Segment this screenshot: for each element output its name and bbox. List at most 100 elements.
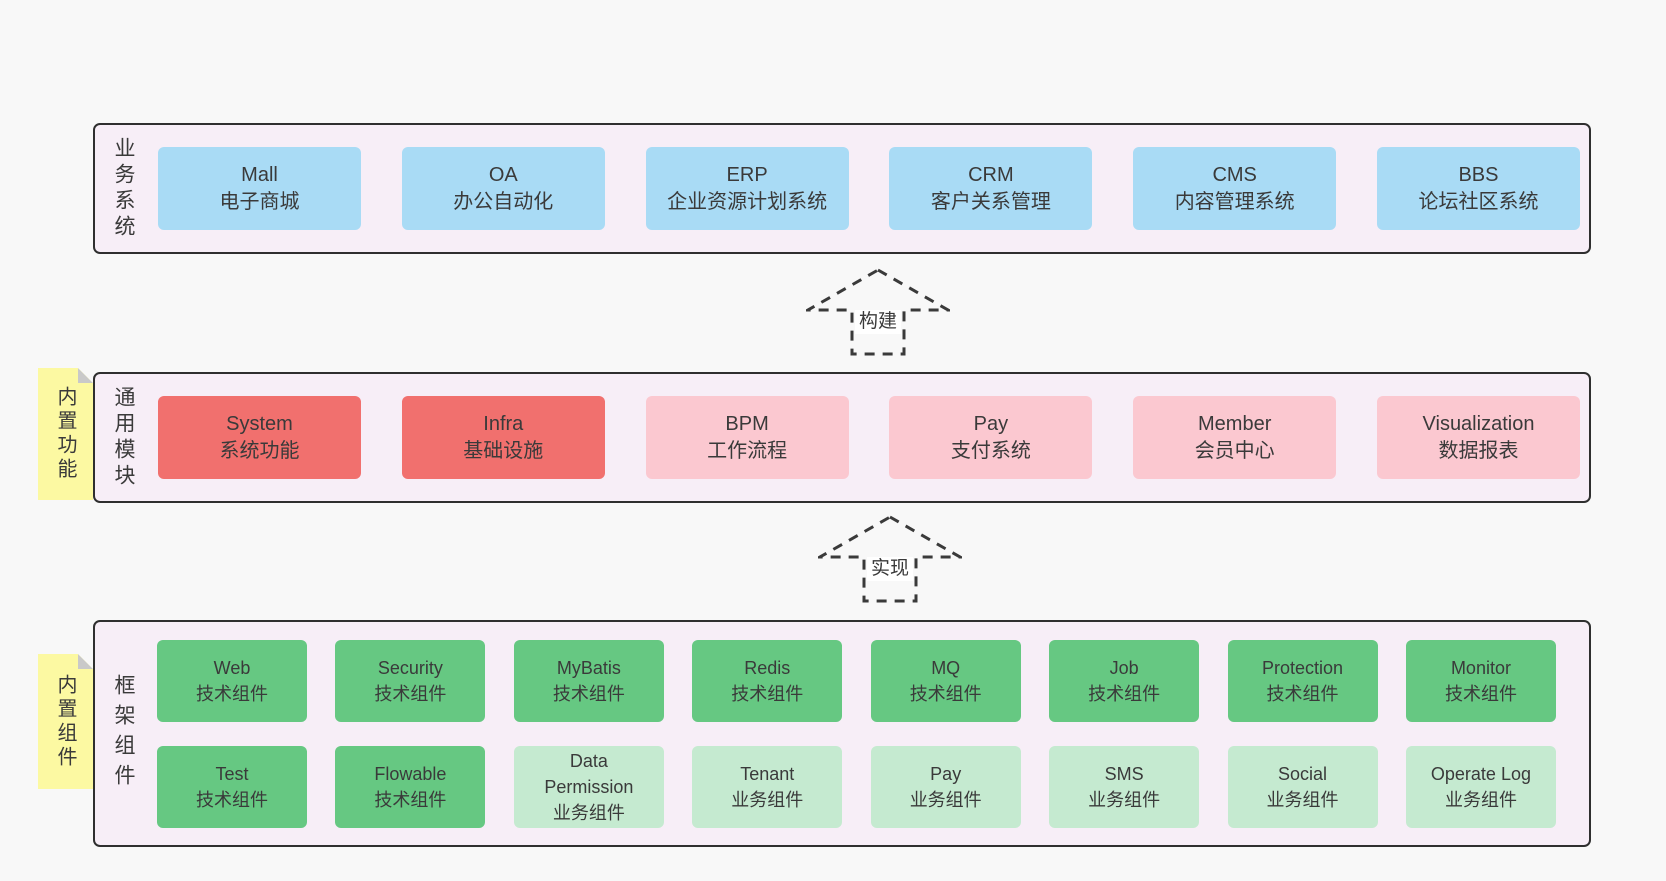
common-modules-section: 通用模块 System 系统功能 Infra 基础设施 BPM 工作流程 Pay… (93, 372, 1591, 503)
box-monitor: Monitor 技术组件 (1405, 639, 1556, 722)
implement-arrow: 实现 (818, 515, 962, 603)
box-title: Data Permission (544, 750, 634, 797)
box-subtitle: 技术组件 (196, 683, 268, 704)
box-subtitle: 论坛社区系统 (1418, 190, 1539, 213)
box-subtitle: 技术组件 (374, 683, 447, 704)
business-systems-section: 业务系统 Mall 电子商城 OA 办公自动化 ERP 企业资源计划系统 CRM… (93, 123, 1591, 254)
framework-components-row-2: Test 技术组件 Flowable 技术组件 Data Permission … (157, 745, 1556, 828)
box-subtitle: 业务组件 (1088, 789, 1161, 810)
business-systems-row: Mall 电子商城 OA 办公自动化 ERP 企业资源计划系统 CRM 客户关系… (158, 147, 1580, 230)
box-pay: Pay 支付系统 (889, 396, 1093, 479)
builtin-features-note-text: 内置功能 (54, 386, 76, 482)
box-subtitle: 工作流程 (707, 439, 788, 462)
box-title: Security (377, 657, 443, 678)
box-job: Job 技术组件 (1049, 639, 1200, 722)
box-title: Web (213, 657, 251, 678)
framework-components-boxes: Web 技术组件 Security 技术组件 MyBatis 技术组件 Redi… (139, 622, 1589, 845)
box-visualization: Visualization 数据报表 (1376, 396, 1580, 479)
box-title: Operate Log (1430, 763, 1531, 784)
box-title: MQ (931, 657, 961, 678)
box-subtitle: 基础设施 (463, 439, 544, 462)
box-title: Pay (930, 763, 962, 784)
box-title: Infra (483, 412, 524, 435)
box-security: Security 技术组件 (335, 639, 486, 722)
box-title: BBS (1458, 163, 1499, 186)
box-test: Test 技术组件 (157, 745, 307, 828)
box-subtitle: 业务组件 (909, 789, 982, 810)
common-modules-boxes: System 系统功能 Infra 基础设施 BPM 工作流程 Pay 支付系统… (139, 374, 1589, 501)
box-subtitle: 业务组件 (1266, 789, 1339, 810)
box-subtitle: 系统功能 (219, 439, 300, 462)
box-bbs: BBS 论坛社区系统 (1376, 147, 1580, 230)
builtin-features-note: 内置功能 (38, 368, 93, 500)
box-member: Member 会员中心 (1133, 396, 1337, 479)
note-fold-corner (78, 368, 93, 383)
box-subtitle: 技术组件 (731, 683, 804, 704)
box-crm: CRM 客户关系管理 (889, 147, 1093, 230)
box-data-permission: Data Permission 业务组件 (513, 745, 664, 828)
box-oa: OA 办公自动化 (401, 147, 605, 230)
box-subtitle: 会员中心 (1194, 439, 1275, 462)
box-subtitle: 企业资源计划系统 (667, 190, 828, 213)
framework-components-label: 框架组件 (112, 673, 135, 794)
box-operate-log: Operate Log 业务组件 (1405, 745, 1556, 828)
builtin-components-note-text: 内置组件 (54, 673, 76, 770)
box-subtitle: 技术组件 (196, 789, 268, 810)
box-tenant: Tenant 业务组件 (692, 745, 843, 828)
box-subtitle: 办公自动化 (453, 190, 554, 213)
common-modules-row: System 系统功能 Infra 基础设施 BPM 工作流程 Pay 支付系统… (158, 396, 1580, 479)
box-subtitle: 数据报表 (1438, 439, 1519, 462)
box-title: Redis (744, 657, 791, 678)
box-sms: SMS 业务组件 (1049, 745, 1200, 828)
box-title: Social (1278, 763, 1328, 784)
box-title: Test (215, 763, 249, 784)
box-system: System 系统功能 (158, 396, 361, 479)
box-subtitle: 技术组件 (552, 683, 625, 704)
business-systems-label: 业务系统 (112, 136, 135, 241)
box-subtitle: 技术组件 (1088, 683, 1161, 704)
box-web: Web 技术组件 (157, 639, 307, 722)
box-title: Tenant (740, 763, 795, 784)
build-arrow-label: 构建 (854, 310, 902, 334)
box-bpm: BPM 工作流程 (645, 396, 849, 479)
box-erp: ERP 企业资源计划系统 (645, 147, 849, 230)
box-title: System (226, 412, 293, 435)
box-title: CMS (1212, 163, 1257, 186)
box-title: Protection (1262, 657, 1344, 678)
box-subtitle: 业务组件 (552, 802, 625, 823)
box-title: Job (1109, 657, 1139, 678)
builtin-components-note: 内置组件 (38, 654, 93, 789)
box-title: Pay (973, 412, 1009, 435)
box-protection: Protection 技术组件 (1227, 639, 1378, 722)
box-pay-biz: Pay 业务组件 (870, 745, 1021, 828)
business-systems-boxes: Mall 电子商城 OA 办公自动化 ERP 企业资源计划系统 CRM 客户关系… (139, 125, 1589, 252)
box-flowable: Flowable 技术组件 (335, 745, 486, 828)
box-infra: Infra 基础设施 (401, 396, 605, 479)
box-title: OA (488, 163, 518, 186)
box-redis: Redis 技术组件 (692, 639, 843, 722)
box-title: Flowable (374, 763, 447, 784)
box-title: BPM (725, 412, 769, 435)
implement-arrow-label: 实现 (866, 557, 914, 581)
box-mybatis: MyBatis 技术组件 (513, 639, 664, 722)
box-title: CRM (968, 163, 1014, 186)
box-social: Social 业务组件 (1227, 745, 1378, 828)
box-subtitle: 支付系统 (950, 439, 1031, 462)
framework-components-row-1: Web 技术组件 Security 技术组件 MyBatis 技术组件 Redi… (157, 639, 1556, 722)
box-subtitle: 业务组件 (731, 789, 804, 810)
box-subtitle: 客户关系管理 (930, 190, 1051, 213)
note-fold-corner (78, 654, 93, 669)
box-title: MyBatis (556, 657, 621, 678)
box-title: ERP (726, 163, 768, 186)
box-subtitle: 技术组件 (1444, 683, 1517, 704)
box-subtitle: 技术组件 (1266, 683, 1339, 704)
box-title: Member (1198, 412, 1272, 435)
box-title: SMS (1104, 763, 1144, 784)
box-subtitle: 业务组件 (1444, 789, 1517, 810)
box-title: Mall (241, 163, 278, 186)
box-subtitle: 电子商城 (219, 190, 300, 213)
framework-components-section: 框架组件 Web 技术组件 Security 技术组件 MyBatis 技术组件… (93, 620, 1591, 847)
box-cms: CMS 内容管理系统 (1133, 147, 1337, 230)
build-arrow: 构建 (806, 268, 950, 356)
box-title: Monitor (1450, 657, 1511, 678)
